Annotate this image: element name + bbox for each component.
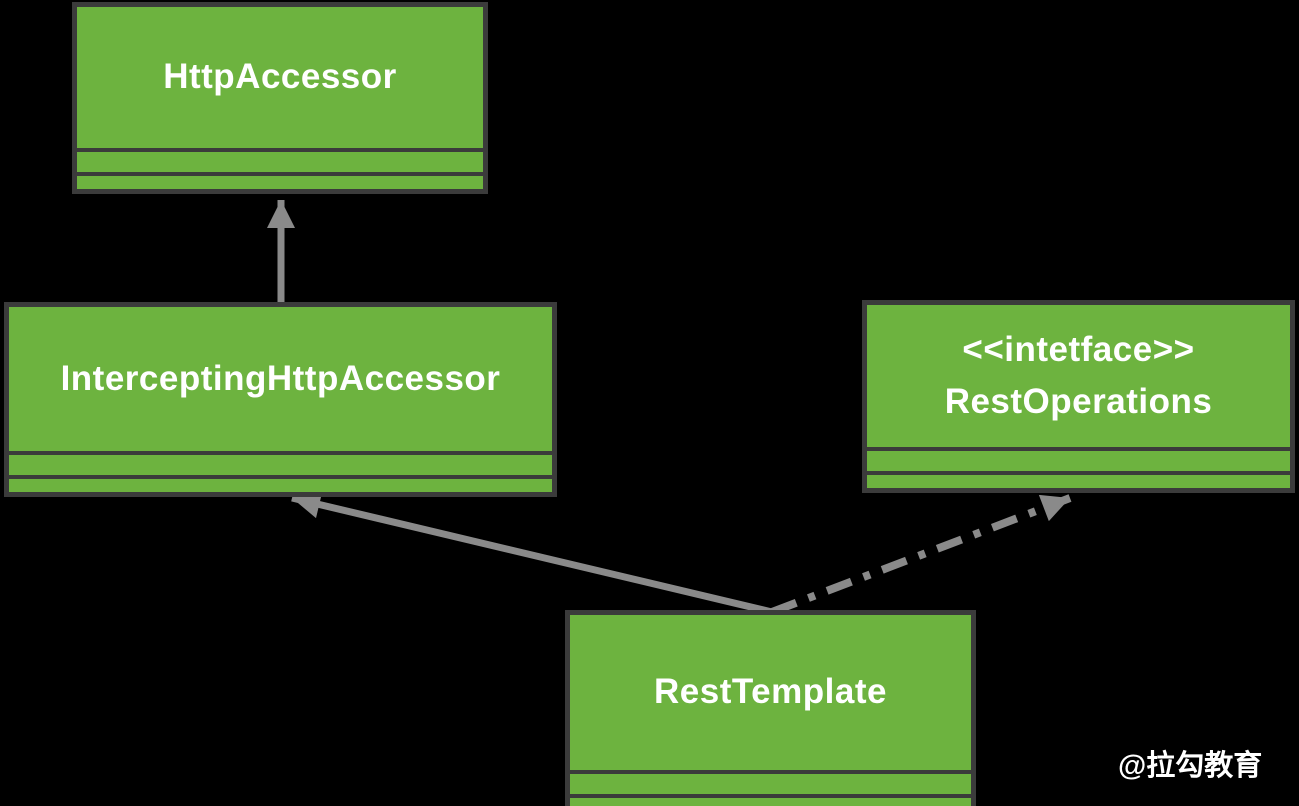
- interface-box-restoperations: <<intetface>> RestOperations: [862, 300, 1295, 493]
- watermark: @拉勾教育: [1118, 750, 1263, 782]
- compartment-divider: [9, 451, 552, 455]
- class-name-interceptinghttpaccessor: InterceptingHttpAccessor: [60, 358, 501, 398]
- compartment-divider: [570, 794, 971, 798]
- compartment-divider: [867, 471, 1290, 475]
- attributes-compartment: [570, 774, 971, 794]
- class-box-interceptinghttpaccessor: InterceptingHttpAccessor: [4, 302, 557, 497]
- compartment-divider: [77, 148, 483, 152]
- methods-compartment: [77, 176, 483, 189]
- attributes-compartment: [867, 451, 1290, 471]
- compartment-divider: [77, 172, 483, 176]
- methods-compartment: [570, 798, 971, 806]
- interface-name-restoperations: RestOperations: [944, 382, 1213, 421]
- implements-arrow-resttemplate-to-restoperations: [770, 494, 1072, 616]
- class-name-resttemplate: RestTemplate: [654, 672, 887, 712]
- class-box-httpaccessor: HttpAccessor: [72, 2, 488, 194]
- compartment-divider: [867, 447, 1290, 451]
- methods-compartment: [9, 479, 552, 492]
- compartment-divider: [570, 770, 971, 774]
- attributes-compartment: [9, 455, 552, 475]
- methods-compartment: [867, 475, 1290, 488]
- class-box-resttemplate: RestTemplate: [565, 610, 976, 806]
- interface-stereotype: <<intetface>>: [962, 329, 1195, 369]
- compartment-divider: [9, 475, 552, 479]
- attributes-compartment: [77, 152, 483, 172]
- class-name-httpaccessor: HttpAccessor: [163, 57, 397, 97]
- extends-arrow-resttemplate-to-intercepting: [291, 490, 773, 616]
